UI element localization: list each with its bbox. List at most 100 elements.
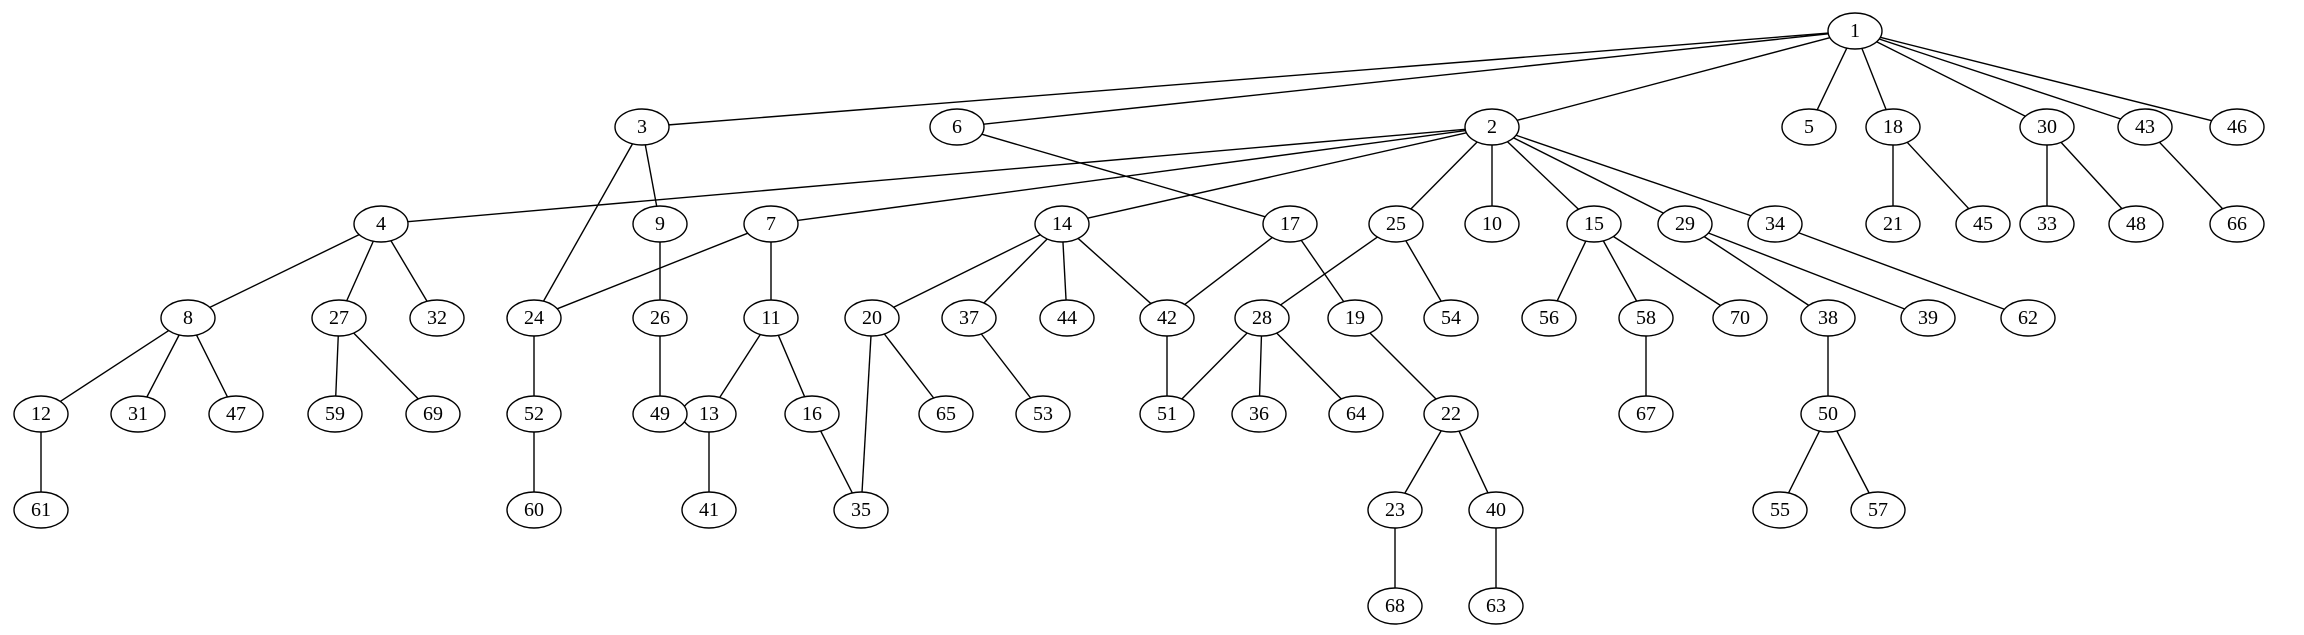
edge-1-43 bbox=[1878, 38, 2122, 120]
node-ellipse bbox=[13, 491, 69, 529]
node-65: 65 bbox=[918, 395, 974, 433]
edge-1-30 bbox=[1876, 41, 2026, 117]
node-ellipse bbox=[1139, 395, 1195, 433]
node-66: 66 bbox=[2209, 205, 2265, 243]
node-ellipse bbox=[1327, 299, 1383, 337]
node-35: 35 bbox=[833, 491, 889, 529]
edge-2-34 bbox=[1515, 134, 1752, 217]
node-label: 5 bbox=[1804, 116, 1814, 138]
edge-30-48 bbox=[2060, 141, 2123, 210]
node-ellipse bbox=[918, 395, 974, 433]
node-label: 70 bbox=[1730, 307, 1750, 329]
node-label: 38 bbox=[1818, 307, 1838, 329]
node-4: 4 bbox=[353, 205, 409, 243]
edge-15-56 bbox=[1556, 240, 1587, 302]
node-55: 55 bbox=[1752, 491, 1808, 529]
edge-3-9 bbox=[644, 144, 658, 207]
node-ellipse bbox=[614, 108, 670, 146]
node-label: 54 bbox=[1441, 307, 1461, 329]
node-label: 24 bbox=[524, 307, 544, 329]
node-label: 34 bbox=[1765, 213, 1785, 235]
node-60: 60 bbox=[506, 491, 562, 529]
node-1: 1 bbox=[1827, 12, 1883, 50]
node-label: 50 bbox=[1818, 403, 1838, 425]
node-19: 19 bbox=[1327, 299, 1383, 337]
node-label: 44 bbox=[1057, 307, 1077, 329]
node-label: 47 bbox=[226, 403, 246, 425]
node-43: 43 bbox=[2117, 108, 2173, 146]
node-label: 16 bbox=[802, 403, 822, 425]
node-56: 56 bbox=[1521, 299, 1577, 337]
node-42: 42 bbox=[1139, 299, 1195, 337]
node-23: 23 bbox=[1367, 491, 1423, 529]
node-label: 22 bbox=[1441, 403, 1461, 425]
edge-34-62 bbox=[1798, 232, 2005, 310]
node-ellipse bbox=[2209, 205, 2265, 243]
node-18: 18 bbox=[1865, 108, 1921, 146]
node-label: 66 bbox=[2227, 213, 2247, 235]
node-58: 58 bbox=[1618, 299, 1674, 337]
node-ellipse bbox=[1231, 395, 1287, 433]
node-ellipse bbox=[1368, 205, 1424, 243]
edge-18-45 bbox=[1906, 141, 1970, 210]
node-label: 31 bbox=[128, 403, 148, 425]
node-38: 38 bbox=[1800, 299, 1856, 337]
node-label: 68 bbox=[1385, 595, 1405, 617]
node-ellipse bbox=[1752, 491, 1808, 529]
node-ellipse bbox=[1234, 299, 1290, 337]
node-ellipse bbox=[1468, 491, 1524, 529]
edge-29-39 bbox=[1708, 232, 1905, 310]
edge-25-54 bbox=[1405, 240, 1442, 302]
node-ellipse bbox=[353, 205, 409, 243]
node-64: 64 bbox=[1328, 395, 1384, 433]
edge-25-28 bbox=[1280, 236, 1378, 306]
node-label: 27 bbox=[329, 307, 349, 329]
node-ellipse bbox=[1955, 205, 2011, 243]
node-ellipse bbox=[1139, 299, 1195, 337]
node-ellipse bbox=[1865, 108, 1921, 146]
node-label: 52 bbox=[524, 403, 544, 425]
edge-17-19 bbox=[1300, 239, 1345, 303]
node-50: 50 bbox=[1800, 395, 1856, 433]
node-ellipse bbox=[1566, 205, 1622, 243]
node-label: 29 bbox=[1675, 213, 1695, 235]
node-ellipse bbox=[844, 299, 900, 337]
node-ellipse bbox=[160, 299, 216, 337]
node-ellipse bbox=[681, 491, 737, 529]
edge-14-20 bbox=[893, 234, 1041, 308]
node-69: 69 bbox=[405, 395, 461, 433]
node-ellipse bbox=[1657, 205, 1713, 243]
node-ellipse bbox=[110, 395, 166, 433]
edge-11-16 bbox=[777, 335, 806, 397]
node-ellipse bbox=[743, 299, 799, 337]
node-6: 6 bbox=[929, 108, 985, 146]
node-ellipse bbox=[1468, 587, 1524, 625]
node-label: 60 bbox=[524, 499, 544, 521]
node-30: 30 bbox=[2019, 108, 2075, 146]
node-11: 11 bbox=[743, 299, 799, 337]
node-label: 30 bbox=[2037, 116, 2057, 138]
edge-11-13 bbox=[719, 334, 761, 398]
edge-50-57 bbox=[1836, 430, 1870, 494]
node-label: 32 bbox=[427, 307, 447, 329]
node-label: 64 bbox=[1346, 403, 1366, 425]
node-ellipse bbox=[208, 395, 264, 433]
node-2: 2 bbox=[1464, 108, 1520, 146]
node-ellipse bbox=[1747, 205, 1803, 243]
node-49: 49 bbox=[632, 395, 688, 433]
node-ellipse bbox=[1464, 108, 1520, 146]
node-57: 57 bbox=[1850, 491, 1906, 529]
node-51: 51 bbox=[1139, 395, 1195, 433]
node-label: 18 bbox=[1883, 116, 1903, 138]
node-label: 59 bbox=[325, 403, 345, 425]
node-label: 41 bbox=[699, 499, 719, 521]
edge-6-17 bbox=[981, 133, 1266, 218]
node-label: 7 bbox=[766, 213, 776, 235]
node-label: 62 bbox=[2018, 307, 2038, 329]
edge-22-40 bbox=[1458, 430, 1489, 494]
node-label: 61 bbox=[31, 499, 51, 521]
node-39: 39 bbox=[1900, 299, 1956, 337]
node-ellipse bbox=[2000, 299, 2056, 337]
node-21: 21 bbox=[1865, 205, 1921, 243]
